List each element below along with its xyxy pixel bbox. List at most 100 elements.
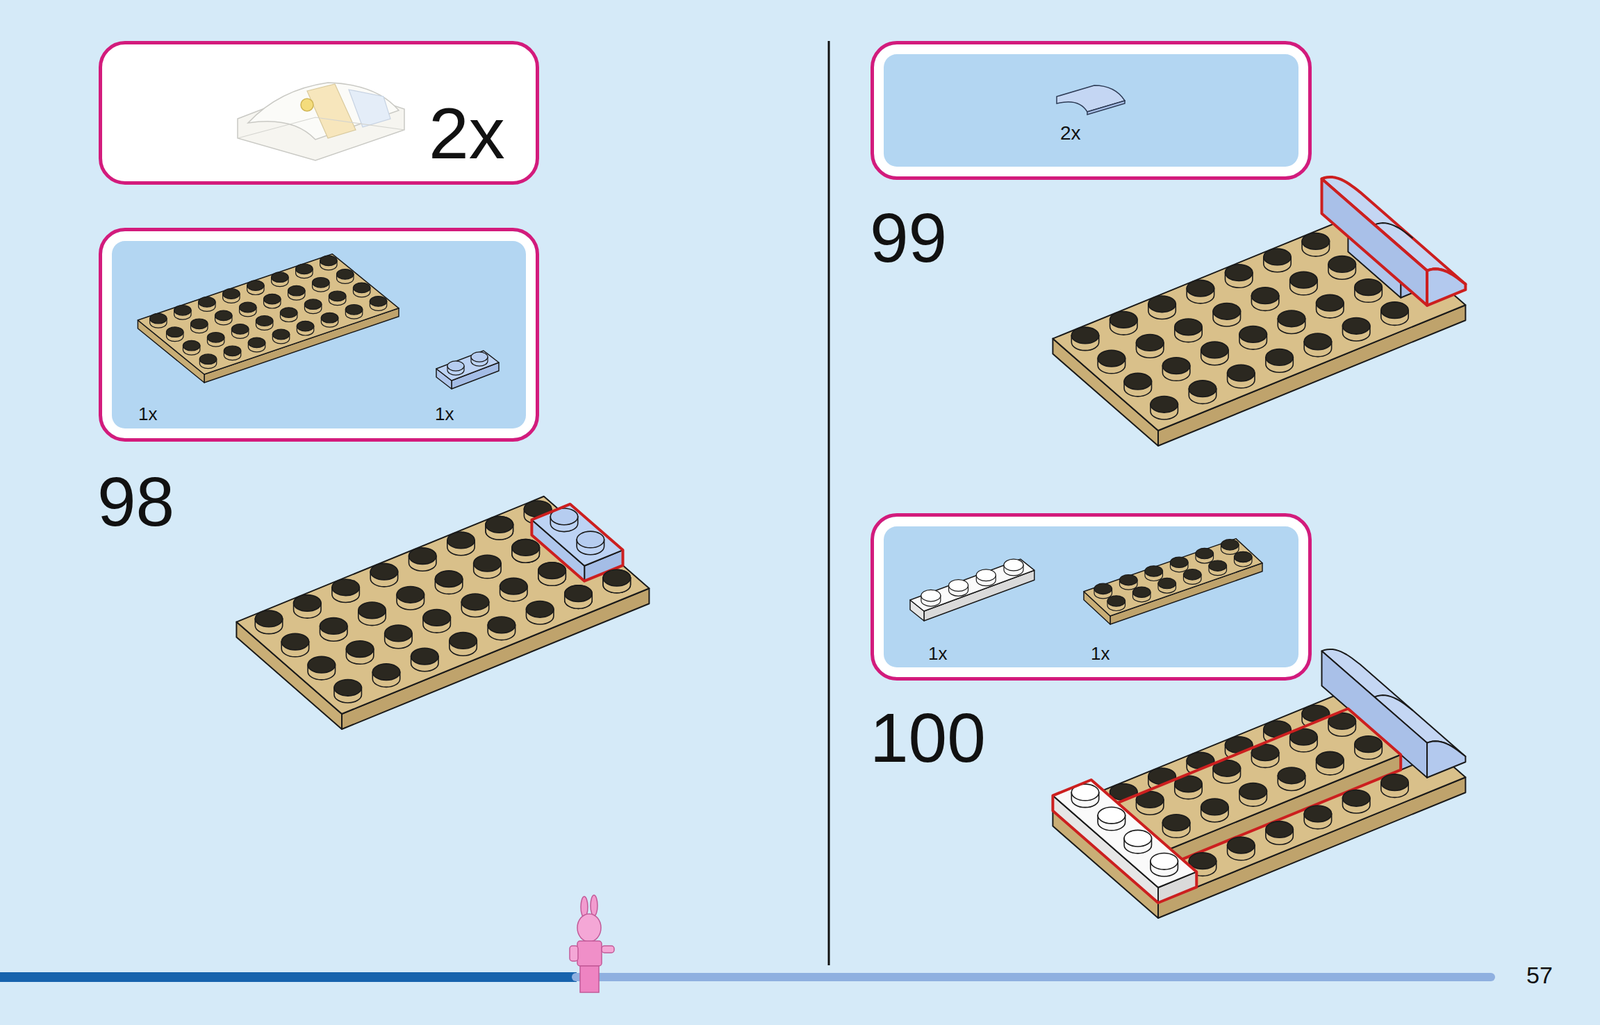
plate-side — [1110, 563, 1263, 625]
parts-list-art — [910, 539, 1263, 625]
stud-top — [1094, 583, 1113, 595]
stud-top — [254, 610, 283, 628]
stud-top — [150, 313, 167, 324]
minifigure — [569, 895, 615, 993]
stud-top — [1263, 248, 1291, 266]
stud-top — [293, 595, 321, 613]
stud-top — [408, 548, 436, 565]
stud-top — [500, 578, 528, 595]
part-count: 2x — [428, 97, 506, 170]
stud-top — [1124, 373, 1152, 390]
stud-top — [423, 609, 451, 627]
stud-top — [603, 569, 631, 587]
part-count: 1x — [1090, 644, 1110, 663]
stud-top — [239, 302, 257, 313]
stud-top — [1097, 350, 1125, 367]
stud-top — [538, 562, 566, 580]
page-divider — [828, 40, 831, 966]
parts-list-art — [137, 254, 499, 390]
stud-top — [434, 571, 463, 588]
stud-top — [328, 291, 346, 302]
stud-top — [564, 585, 592, 603]
stud-top — [471, 352, 488, 362]
stud-top — [370, 563, 398, 581]
stud-top — [1265, 821, 1293, 839]
stud-top — [487, 616, 515, 634]
plate-top — [910, 559, 1035, 612]
stud-top — [1107, 596, 1126, 607]
stud-top — [174, 304, 192, 316]
stud-top — [1188, 380, 1216, 398]
stud-top — [255, 316, 273, 327]
stud-top — [332, 579, 360, 597]
subassembly-edge — [237, 117, 405, 139]
stud-top — [1119, 575, 1138, 586]
stud-top — [1071, 327, 1099, 344]
stud-top — [576, 531, 604, 549]
stud-top — [320, 255, 337, 267]
stud-top — [319, 618, 347, 635]
plate-side — [1052, 796, 1159, 904]
new-part-outline — [1052, 780, 1197, 904]
stud-top — [1150, 396, 1178, 413]
stud-top — [231, 324, 249, 335]
stud-top — [1233, 551, 1252, 563]
stud-top — [485, 516, 513, 534]
part-count: 1x — [434, 405, 454, 424]
stud-top — [1304, 333, 1332, 351]
stud-top — [1150, 853, 1178, 870]
slope-end — [1322, 178, 1428, 305]
stud-top — [1208, 560, 1227, 572]
stud-top — [334, 679, 362, 697]
stud-top — [449, 632, 477, 650]
stud-top — [223, 345, 241, 357]
stud-top — [279, 307, 297, 319]
stud-top — [1290, 271, 1318, 289]
stud-top — [199, 354, 217, 365]
plate-top — [137, 254, 399, 375]
stud-top — [1162, 814, 1190, 832]
stud-top — [1097, 807, 1125, 824]
stud-top — [295, 264, 313, 275]
stud-top — [1316, 294, 1344, 312]
subassembly-band — [307, 84, 356, 139]
stud-top — [248, 337, 265, 349]
progress-track — [571, 973, 1496, 982]
subassembly-sun — [300, 98, 314, 112]
stud-top — [603, 569, 631, 587]
step-100-model — [1052, 649, 1466, 919]
stud-top — [447, 361, 465, 371]
stud-top — [1110, 311, 1138, 329]
stud-top — [1277, 310, 1305, 328]
stud-top — [358, 602, 386, 620]
stud-top — [1213, 302, 1241, 320]
stud-top — [247, 280, 265, 292]
stud-top — [1186, 279, 1214, 297]
stud-top — [320, 312, 338, 324]
stud-top — [1162, 357, 1190, 375]
stud-top — [1183, 569, 1202, 581]
stud-top — [191, 318, 208, 330]
stud-top — [485, 516, 513, 534]
stud-top — [384, 625, 412, 642]
slope-side — [1087, 100, 1125, 115]
stud-top — [1301, 233, 1330, 251]
stud-top — [512, 539, 540, 557]
stud-top — [166, 327, 184, 338]
progress-bar — [0, 972, 577, 983]
stud-top — [1220, 539, 1239, 551]
parts-callout: 1x1x — [98, 227, 540, 442]
parts-callout: 2x — [870, 40, 1312, 180]
stud-top — [1169, 557, 1189, 568]
parts-callout: 1x 1x — [870, 513, 1312, 681]
parts-list-art — [237, 82, 405, 161]
stud-top — [1265, 349, 1293, 367]
new-part-outline — [531, 504, 623, 582]
stud-top — [1342, 789, 1370, 807]
parts-callout: 2x — [98, 40, 540, 185]
part-count: 1x — [928, 644, 947, 663]
stud-top — [921, 589, 941, 602]
stud-top — [1251, 287, 1279, 305]
slope-side — [1427, 268, 1466, 306]
stud-top — [352, 282, 370, 294]
